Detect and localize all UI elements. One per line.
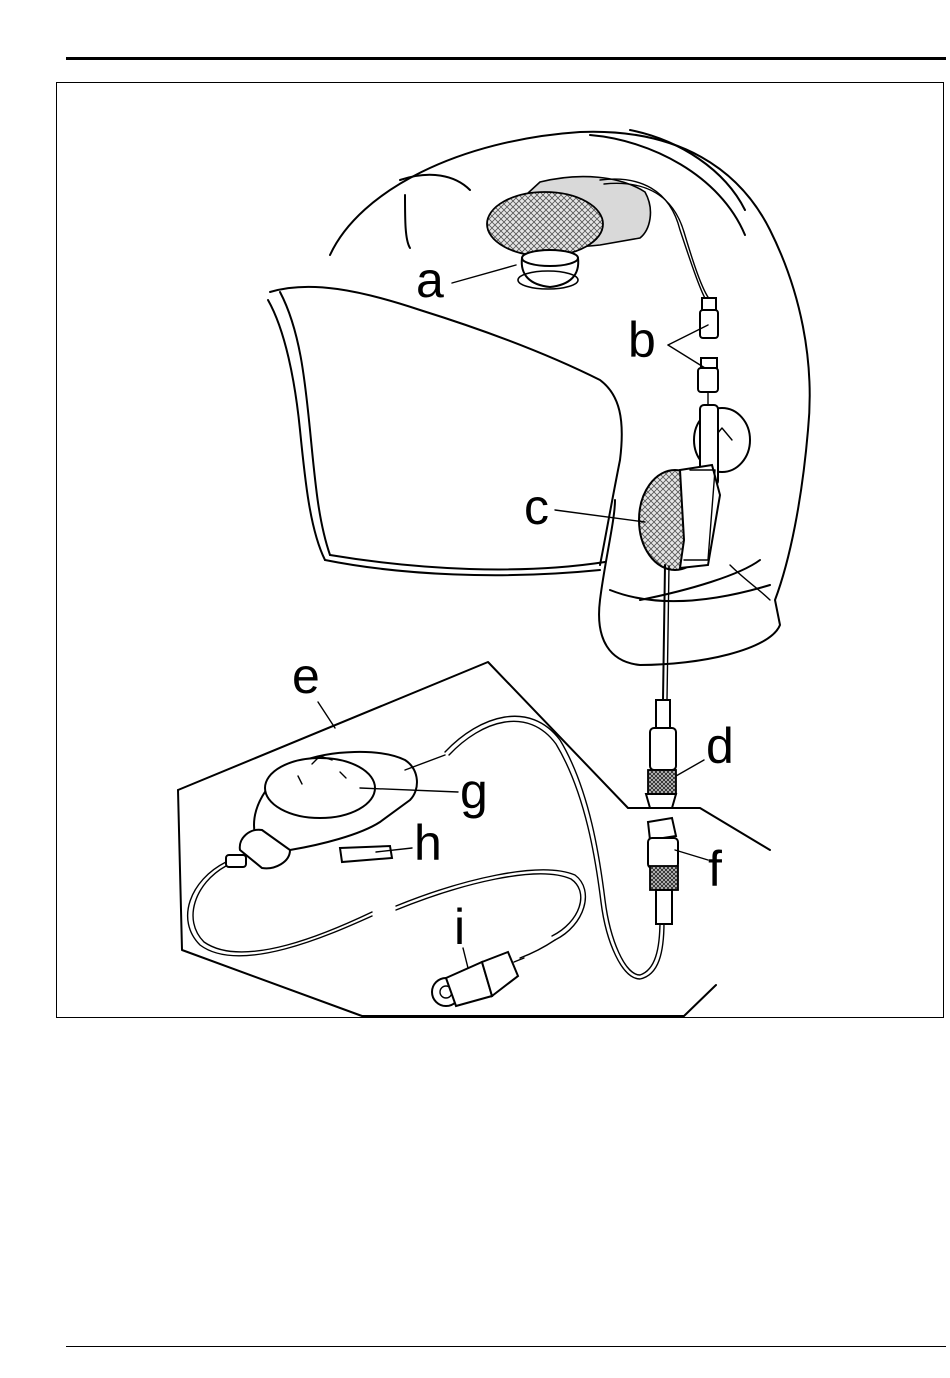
plug-connectors	[698, 298, 718, 420]
helmet-connector	[646, 700, 676, 808]
side-earphone	[639, 405, 750, 700]
callout-b: b	[628, 312, 656, 368]
callout-g: g	[460, 763, 488, 819]
footer-rule	[66, 1346, 946, 1347]
callout-a: a	[416, 252, 444, 308]
callout-d: d	[706, 718, 734, 774]
top-speaker-pad	[487, 177, 650, 289]
callout-c: c	[524, 479, 549, 535]
radio-connector	[432, 952, 524, 1006]
callout-e: e	[292, 648, 320, 704]
ptt-unit	[226, 752, 445, 868]
callout-i: i	[454, 899, 465, 955]
callout-h: h	[414, 815, 442, 871]
callout-f: f	[708, 841, 722, 897]
cable-connector	[648, 818, 678, 924]
